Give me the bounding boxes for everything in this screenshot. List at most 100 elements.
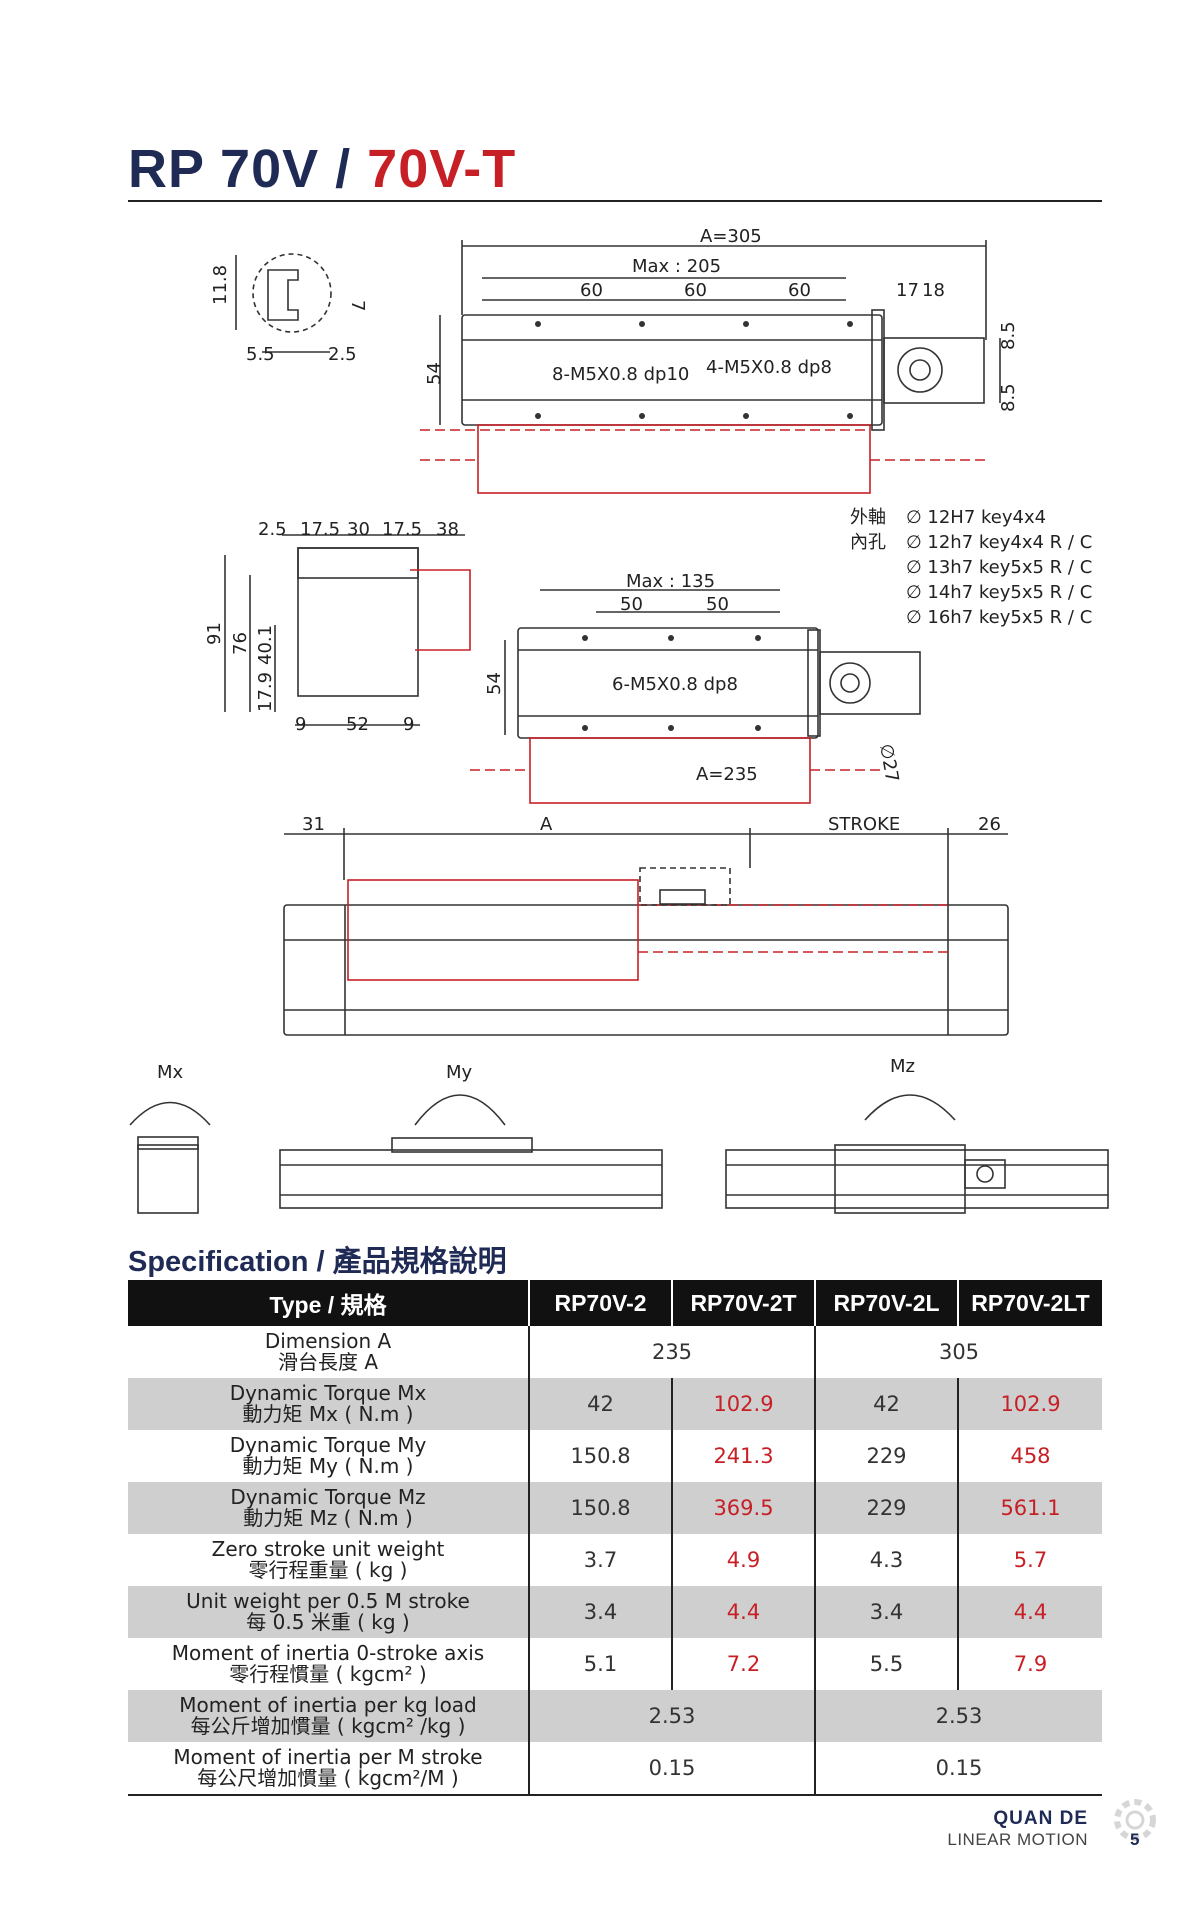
- dim-top-max: Max : 205: [632, 256, 721, 277]
- row-label-en: Moment of inertia 0-stroke axis: [171, 1641, 485, 1665]
- dim-sec-h3: 40.1: [255, 625, 276, 665]
- dim-sec-w2: 17.5: [300, 519, 340, 540]
- shaft-option-5: ∅ 16h7 key5x5 R / C: [906, 607, 1092, 628]
- cell: 5.1: [528, 1638, 672, 1690]
- shaft-option-2: ∅ 12h7 key4x4 R / C: [906, 532, 1092, 553]
- brand-logo: QUAN DE LINEAR MOTION: [947, 1808, 1088, 1850]
- cell: 102.9: [671, 1378, 815, 1430]
- cell: 3.4: [814, 1586, 958, 1638]
- dim-short-holes: 6-M5X0.8 dp8: [612, 674, 738, 695]
- dim-sec-w3: 30: [347, 519, 370, 540]
- dim-short-height: 54: [484, 672, 505, 695]
- dim-sec-h4: 17.9: [255, 672, 276, 712]
- dim-profile-right: 2.5: [328, 344, 357, 365]
- mz-icon: [725, 1149, 1109, 1209]
- dim-top-off-b: 8.5: [998, 383, 1019, 412]
- cell: 0.15: [528, 1742, 815, 1796]
- row-label-en: Zero stroke unit weight: [211, 1537, 445, 1561]
- dim-top-height: 54: [424, 362, 445, 385]
- title-separator: /: [335, 139, 352, 199]
- spec-header-rp70v-2lt: RP70V-2LT: [957, 1280, 1102, 1326]
- side-view-body: [283, 904, 1009, 1036]
- profile-slot: [267, 269, 299, 321]
- cell: 5.5: [814, 1638, 958, 1690]
- cell: 7.9: [957, 1638, 1102, 1690]
- my-arrow-icon: [414, 1094, 506, 1126]
- cell: 235: [528, 1326, 815, 1378]
- row-label-en: Dimension A: [264, 1329, 392, 1353]
- side-view-carriage: [347, 879, 639, 981]
- top-view-carriage: [477, 424, 871, 494]
- dim-sec-w4: 17.5: [382, 519, 422, 540]
- shaft-outer-label: 外軸: [850, 507, 886, 528]
- dim-top-pitch-1: 60: [580, 280, 603, 301]
- cell: 5.7: [957, 1534, 1102, 1586]
- technical-drawing: 11.8 7 5.5 2.5 A=305 Max : 205 60 60 60 …: [129, 226, 1109, 1214]
- brand-sub: LINEAR MOTION: [947, 1830, 1088, 1849]
- dim-profile-left: 5.5: [246, 344, 275, 365]
- row-label-zh: 零行程慣量 ( kgcm² ): [229, 1662, 427, 1686]
- cell: 3.7: [528, 1534, 672, 1586]
- spec-title: Specification / 產品規格說明: [128, 1246, 507, 1278]
- page-number: 5: [1130, 1830, 1140, 1849]
- cell: 229: [814, 1482, 958, 1534]
- row-label-zh: 每公尺增加慣量 ( kgcm²/M ): [197, 1766, 459, 1790]
- cell: 229: [814, 1430, 958, 1482]
- cell: 102.9: [957, 1378, 1102, 1430]
- row-label-en: Unit weight per 0.5 M stroke: [186, 1589, 470, 1613]
- row-label-zh: 動力矩 Mz ( N.m ): [243, 1506, 413, 1530]
- dim-sec-h2: 76: [230, 632, 251, 655]
- spec-header-type: Type / 規格: [128, 1280, 529, 1326]
- row-label-en: Dynamic Torque Mz: [230, 1485, 426, 1509]
- shaft-option-4: ∅ 14h7 key5x5 R / C: [906, 582, 1092, 603]
- page-title: RP 70V / 70V-T: [128, 138, 516, 200]
- shaft-inner-label: 內孔: [850, 532, 886, 553]
- dim-short-pitch-1: 50: [620, 594, 643, 615]
- shaft-option-1: ∅ 12H7 key4x4: [906, 507, 1046, 528]
- cell: 0.15: [814, 1742, 1102, 1796]
- section-view-body: [297, 547, 419, 697]
- dim-short-max: Max : 135: [626, 571, 715, 592]
- gear-icon: [1114, 1799, 1156, 1841]
- dim-top-pitch-2: 60: [684, 280, 707, 301]
- mx-arrow-icon: [129, 1101, 211, 1126]
- cell: 42: [528, 1378, 672, 1430]
- row-label-zh: 動力矩 Mx ( N.m ): [242, 1402, 414, 1426]
- brand-name: QUAN DE: [993, 1808, 1088, 1829]
- cell: 305: [814, 1326, 1102, 1378]
- dim-top-end-b: 18: [922, 280, 945, 301]
- row-label-en: Moment of inertia per M stroke: [173, 1745, 483, 1769]
- short-view-carriage: [529, 737, 811, 804]
- cell: 3.4: [528, 1586, 672, 1638]
- spec-header-rp70v-2: RP70V-2: [528, 1280, 672, 1326]
- cell: 7.2: [671, 1638, 815, 1690]
- row-label-en: Dynamic Torque Mx: [229, 1381, 427, 1405]
- dim-sec-b1: 9: [295, 714, 306, 735]
- dim-profile-h: 11.8: [210, 265, 231, 305]
- cell: 369.5: [671, 1482, 815, 1534]
- spec-header-rp70v-2l: RP70V-2L: [814, 1280, 958, 1326]
- row-label-zh: 每公斤增加慣量 ( kgcm² /kg ): [190, 1714, 466, 1738]
- cell: 150.8: [528, 1430, 672, 1482]
- moment-mx-label: Mx: [157, 1062, 184, 1083]
- mz-arrow-icon: [864, 1094, 956, 1121]
- moment-mz-label: Mz: [890, 1056, 915, 1077]
- dim-short-total: A=235: [696, 764, 758, 785]
- row-label-zh: 每 0.5 米重 ( kg ): [246, 1610, 410, 1634]
- dim-sec-b3: 9: [403, 714, 414, 735]
- row-label-zh: 零行程重量 ( kg ): [248, 1558, 408, 1582]
- cell: 4.4: [957, 1586, 1102, 1638]
- dim-short-pitch-2: 50: [706, 594, 729, 615]
